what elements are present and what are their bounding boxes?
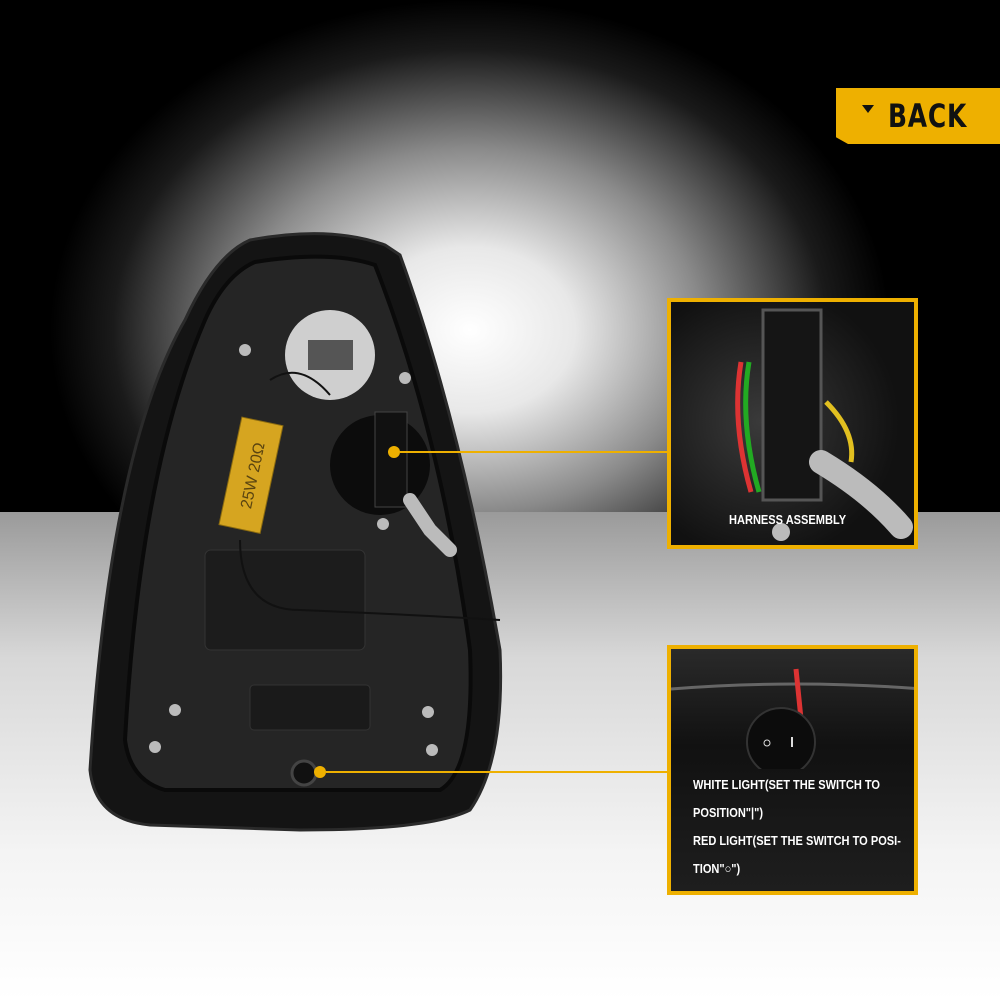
- switch-callout: WHITE LIGHT(SET THE SWITCH TO POSITION"|…: [667, 645, 918, 895]
- harness-label: HARNESS ASSEMBLY: [729, 512, 847, 527]
- harness-callout: HARNESS ASSEMBLY: [667, 298, 918, 549]
- switch-leader-line: [326, 771, 667, 773]
- switch-text-4: TION"○"): [693, 861, 741, 876]
- switch-text-2: POSITION"|"): [693, 805, 764, 820]
- switch-text-1: WHITE LIGHT(SET THE SWITCH TO: [693, 777, 881, 792]
- switch: [290, 759, 318, 787]
- harness-marker: [388, 446, 400, 458]
- back-badge: BACK: [836, 88, 1000, 144]
- back-label: BACK: [888, 97, 968, 135]
- triangle-down-icon: [862, 105, 874, 113]
- switch-marker: [314, 766, 326, 778]
- harness-leader-line: [400, 451, 667, 453]
- switch-text-3: RED LIGHT(SET THE SWITCH TO POSI-: [693, 833, 901, 848]
- load-resistor: 25W 20Ω: [218, 416, 284, 534]
